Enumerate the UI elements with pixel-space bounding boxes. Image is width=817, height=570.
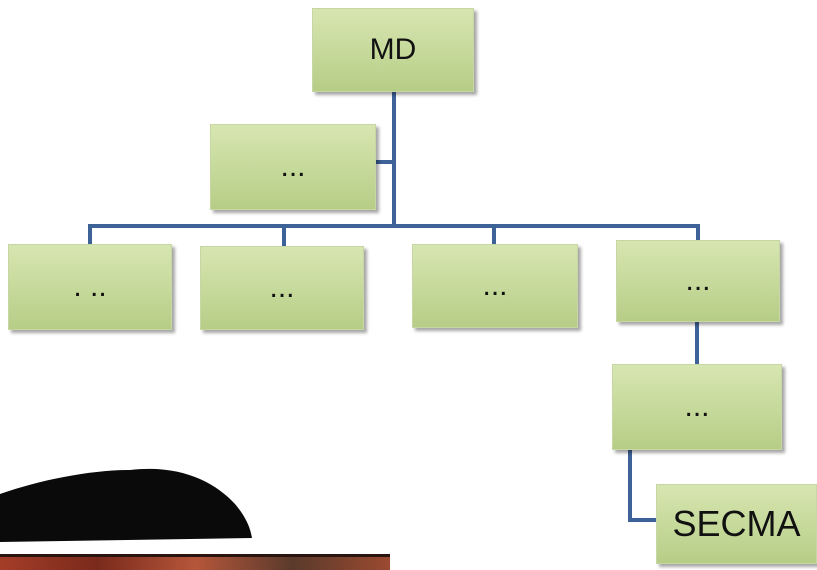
node-department-1: . .. xyxy=(8,244,172,330)
photo-fragment xyxy=(0,468,390,570)
node-department-3: ... xyxy=(412,244,578,328)
node-department-3-label: ... xyxy=(482,269,508,302)
node-assistant-label: ... xyxy=(280,150,306,183)
dark-silhouette-shape xyxy=(0,468,252,542)
node-department-4: ... xyxy=(616,240,780,322)
node-department-4-label: ... xyxy=(685,264,711,297)
node-secma-label: SECMA xyxy=(672,503,801,544)
node-department-2: ... xyxy=(200,246,364,330)
leaf-link-line xyxy=(628,446,658,522)
node-assistant: ... xyxy=(210,124,376,210)
photo-image xyxy=(0,554,390,570)
node-md-label: MD xyxy=(369,33,417,66)
node-department-1-label: . .. xyxy=(73,270,107,303)
photo-frame-line xyxy=(0,554,390,557)
node-secma: SECMA xyxy=(656,484,817,564)
node-sub-unit-label: ... xyxy=(684,390,710,423)
node-sub-unit: ... xyxy=(612,364,782,450)
node-md: MD xyxy=(312,8,474,92)
node-department-2-label: ... xyxy=(269,271,295,304)
